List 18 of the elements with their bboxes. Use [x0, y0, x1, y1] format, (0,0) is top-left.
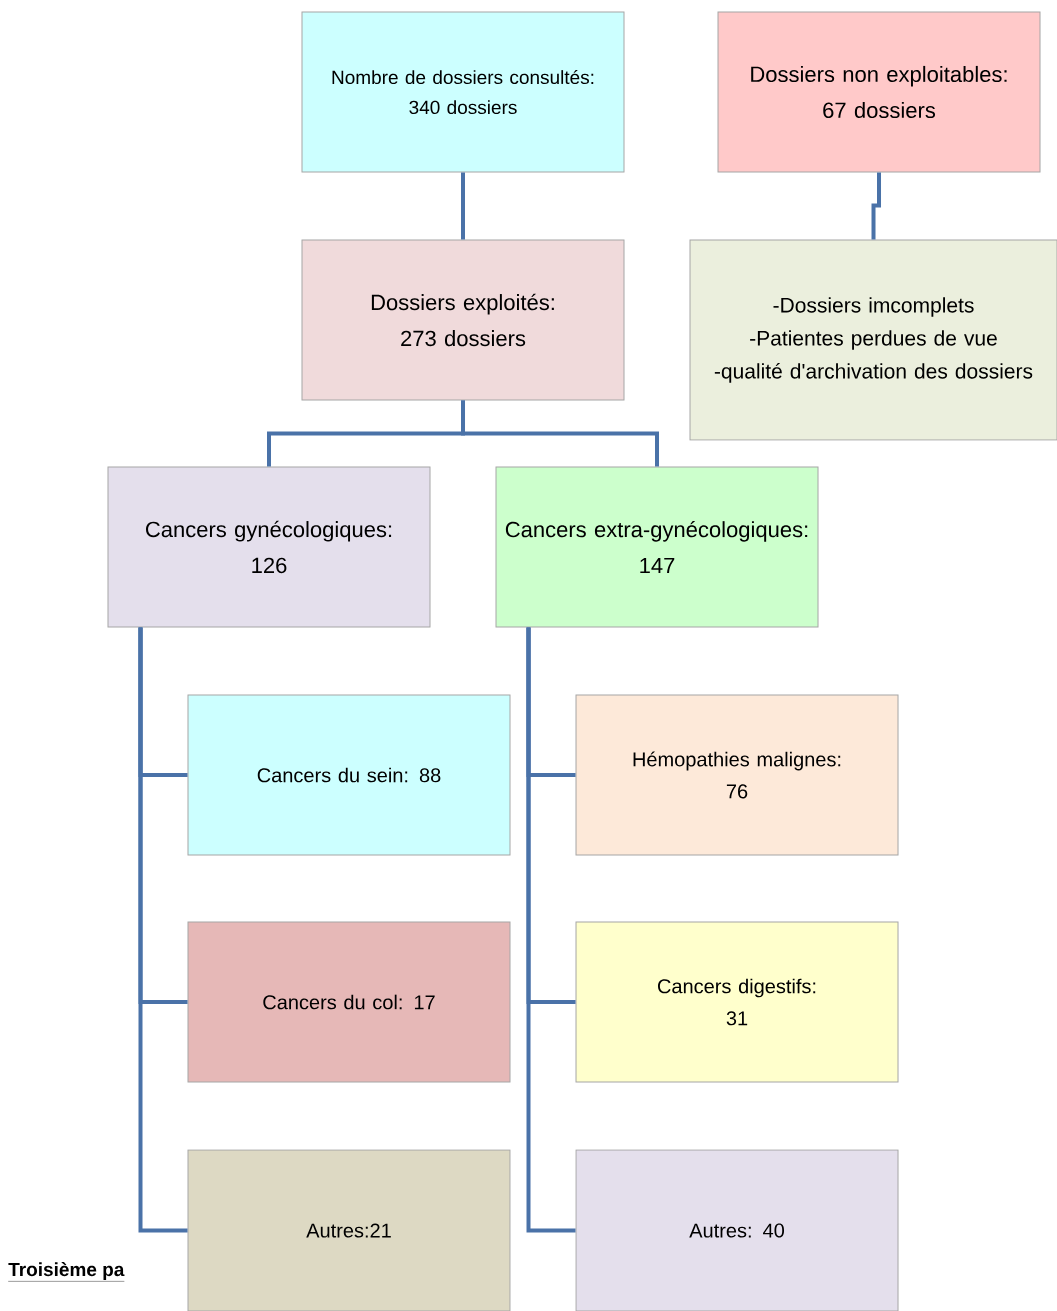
- heading-text: Troisième pa: [8, 1262, 125, 1282]
- text-box: Cancers extra-gynécologiques: 147: [495, 466, 819, 628]
- text-box: Dossiers non exploitables: 67 dossiers: [717, 11, 1041, 173]
- text-box: Hémopathies malignes: 76: [575, 694, 899, 856]
- text-box: Cancers digestifs: 31: [575, 921, 899, 1083]
- text-box: Cancers gynécologiques: 126: [107, 466, 431, 628]
- connector: [871, 172, 881, 240]
- text-box: Cancers du sein: 88: [187, 694, 511, 856]
- text-box: -Dossiers imcomplets -Patientes perdues de vue -qualité d'archivation des dossiers: [689, 239, 1057, 441]
- text-box: Autres: 40: [575, 1149, 899, 1311]
- connector: [461, 172, 465, 240]
- connector: [526, 627, 576, 1233]
- text-box: Autres:21: [187, 1149, 511, 1311]
- text-box: Nombre de dossiers consultés: 340 dossiers: [301, 11, 625, 173]
- connector: [461, 400, 659, 467]
- connector: [138, 627, 188, 1233]
- text-box: Dossiers exploités: 273 dossiers: [301, 239, 625, 401]
- text-box: Cancers du col: 17: [187, 921, 511, 1083]
